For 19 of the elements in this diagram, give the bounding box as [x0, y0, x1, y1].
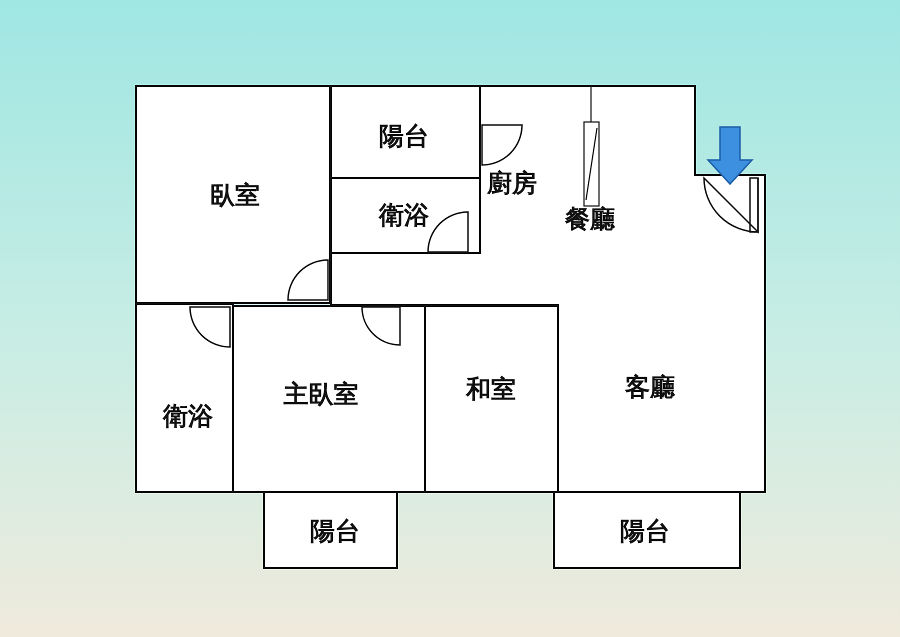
room-outline: [424, 305, 559, 493]
room-outline: [232, 305, 426, 493]
room-outline: [135, 303, 234, 493]
room-name: 廚房: [487, 170, 537, 196]
room-name: 主臥室: [284, 382, 358, 406]
room-name: 陽台: [379, 124, 429, 148]
room-name: 陽台: [310, 518, 360, 544]
room-name: 衛浴: [379, 202, 429, 228]
room-name: 陽台: [620, 518, 670, 544]
room-name: 和室: [466, 376, 516, 402]
room-outline: [263, 491, 398, 569]
room-outline: [135, 85, 331, 304]
room-outline: [330, 177, 481, 254]
room-name: 衛浴: [163, 404, 213, 428]
room-name: 臥室: [210, 182, 260, 208]
room-outline: [330, 85, 481, 179]
room-name: 餐廳: [565, 206, 615, 232]
room-name: 客廳: [625, 374, 675, 400]
room-outline: [553, 491, 741, 569]
